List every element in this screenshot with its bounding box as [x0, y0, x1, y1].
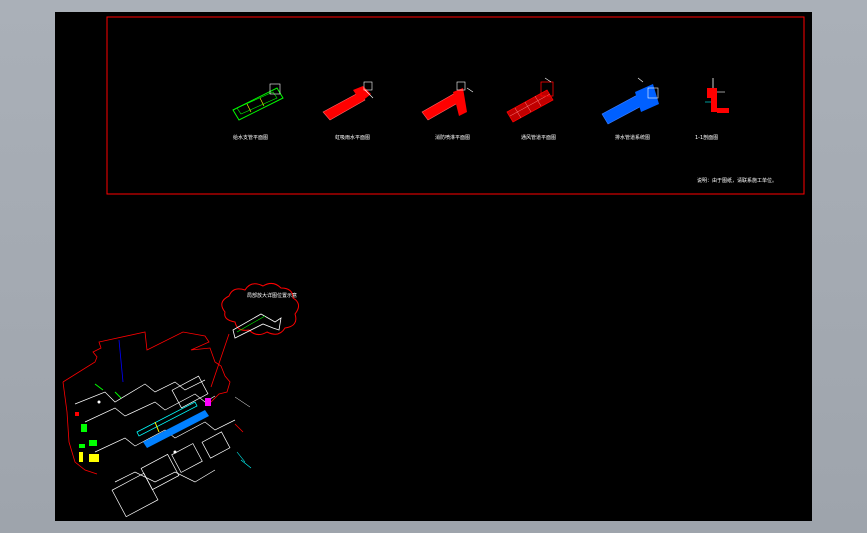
- leader-line: [210, 333, 230, 388]
- plan4-label: 通风管道平面图: [521, 134, 556, 141]
- plan-thumbnail-red-2[interactable]: [421, 81, 474, 121]
- plan-thumbnail-red-1[interactable]: [322, 81, 374, 121]
- cloud-label: 局部放大详图位置示意: [247, 292, 297, 299]
- cad-drawing-canvas[interactable]: 给水支管平面图 虹吸雨水平面图 消防喷淋平面图 通风管道平面图 排水管道系统图 …: [55, 12, 812, 521]
- plan2-label: 虹吸雨水平面图: [335, 134, 370, 141]
- section-thumbnail[interactable]: [705, 78, 729, 113]
- plan6-label: 1-1剖面图: [695, 134, 718, 141]
- site-plan[interactable]: [62, 331, 252, 518]
- red-sheet-border: [106, 16, 805, 195]
- note-label: 说明：由于图纸，请联系施工单位。: [697, 177, 777, 184]
- plan3-label: 消防喷淋平面图: [435, 134, 470, 141]
- plan5-label: 排水管道系统图: [615, 134, 650, 141]
- revision-cloud[interactable]: 局部放大详图位置示意: [221, 282, 299, 339]
- plan1-label: 给水支管平面图: [233, 134, 268, 141]
- plan-thumbnail-red-grid[interactable]: [506, 77, 554, 123]
- plan-thumbnail-blue[interactable]: [601, 77, 659, 125]
- cad-drawing-svg: 给水支管平面图 虹吸雨水平面图 消防喷淋平面图 通风管道平面图 排水管道系统图 …: [62, 16, 805, 518]
- plan-thumbnail-green[interactable]: [232, 83, 284, 121]
